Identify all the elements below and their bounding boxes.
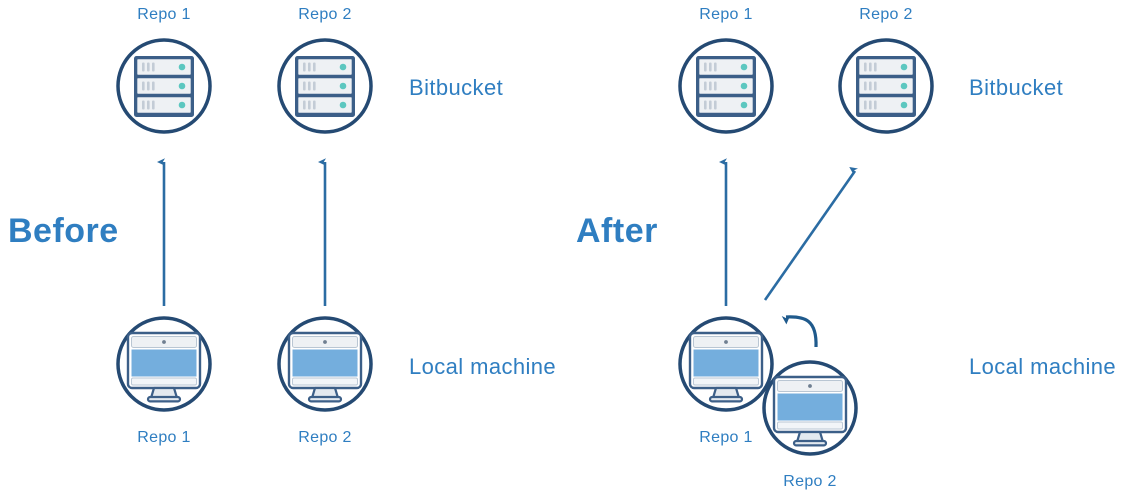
- connection-after-push-repo-2-diagonal: [763, 166, 858, 301]
- section-title-after: After: [576, 212, 658, 250]
- server-icon: [133, 55, 195, 118]
- node-before-remote-repo-2[interactable]: Repo 2: [277, 6, 373, 134]
- node-label: Repo 2: [783, 473, 836, 490]
- node-after-local-repo-2[interactable]: Repo 2: [762, 360, 858, 490]
- node-label: Repo 1: [699, 6, 752, 23]
- node-after-remote-repo-1[interactable]: Repo 1: [678, 6, 774, 134]
- node-after-local-repo-1[interactable]: Repo 1: [678, 316, 774, 446]
- after-section: After Bitbucket Local machine Repo 1 Rep…: [576, 6, 1116, 490]
- connection-after-nested-clone-curve: [781, 315, 818, 348]
- server-icon: [695, 55, 757, 118]
- node-before-remote-repo-1[interactable]: Repo 1: [116, 6, 212, 134]
- row-label-local-machine-right: Local machine: [969, 354, 1116, 379]
- server-icon: [294, 55, 356, 118]
- node-label: Repo 2: [298, 6, 351, 23]
- node-label: Repo 2: [298, 429, 351, 446]
- section-title-before: Before: [8, 212, 119, 250]
- server-icon: [855, 55, 917, 118]
- node-before-local-repo-2[interactable]: Repo 2: [277, 316, 373, 446]
- node-label: Repo 1: [137, 429, 190, 446]
- row-label-bitbucket-right: Bitbucket: [969, 75, 1063, 100]
- node-before-local-repo-1[interactable]: Repo 1: [116, 316, 212, 446]
- node-label: Repo 1: [137, 6, 190, 23]
- before-section: Before Bitbucket Local machine Repo 1 Re…: [8, 6, 556, 446]
- row-label-bitbucket-left: Bitbucket: [409, 75, 503, 100]
- row-label-local-machine-left: Local machine: [409, 354, 556, 379]
- node-label: Repo 1: [699, 429, 752, 446]
- node-after-remote-repo-2[interactable]: Repo 2: [838, 6, 934, 134]
- node-label: Repo 2: [859, 6, 912, 23]
